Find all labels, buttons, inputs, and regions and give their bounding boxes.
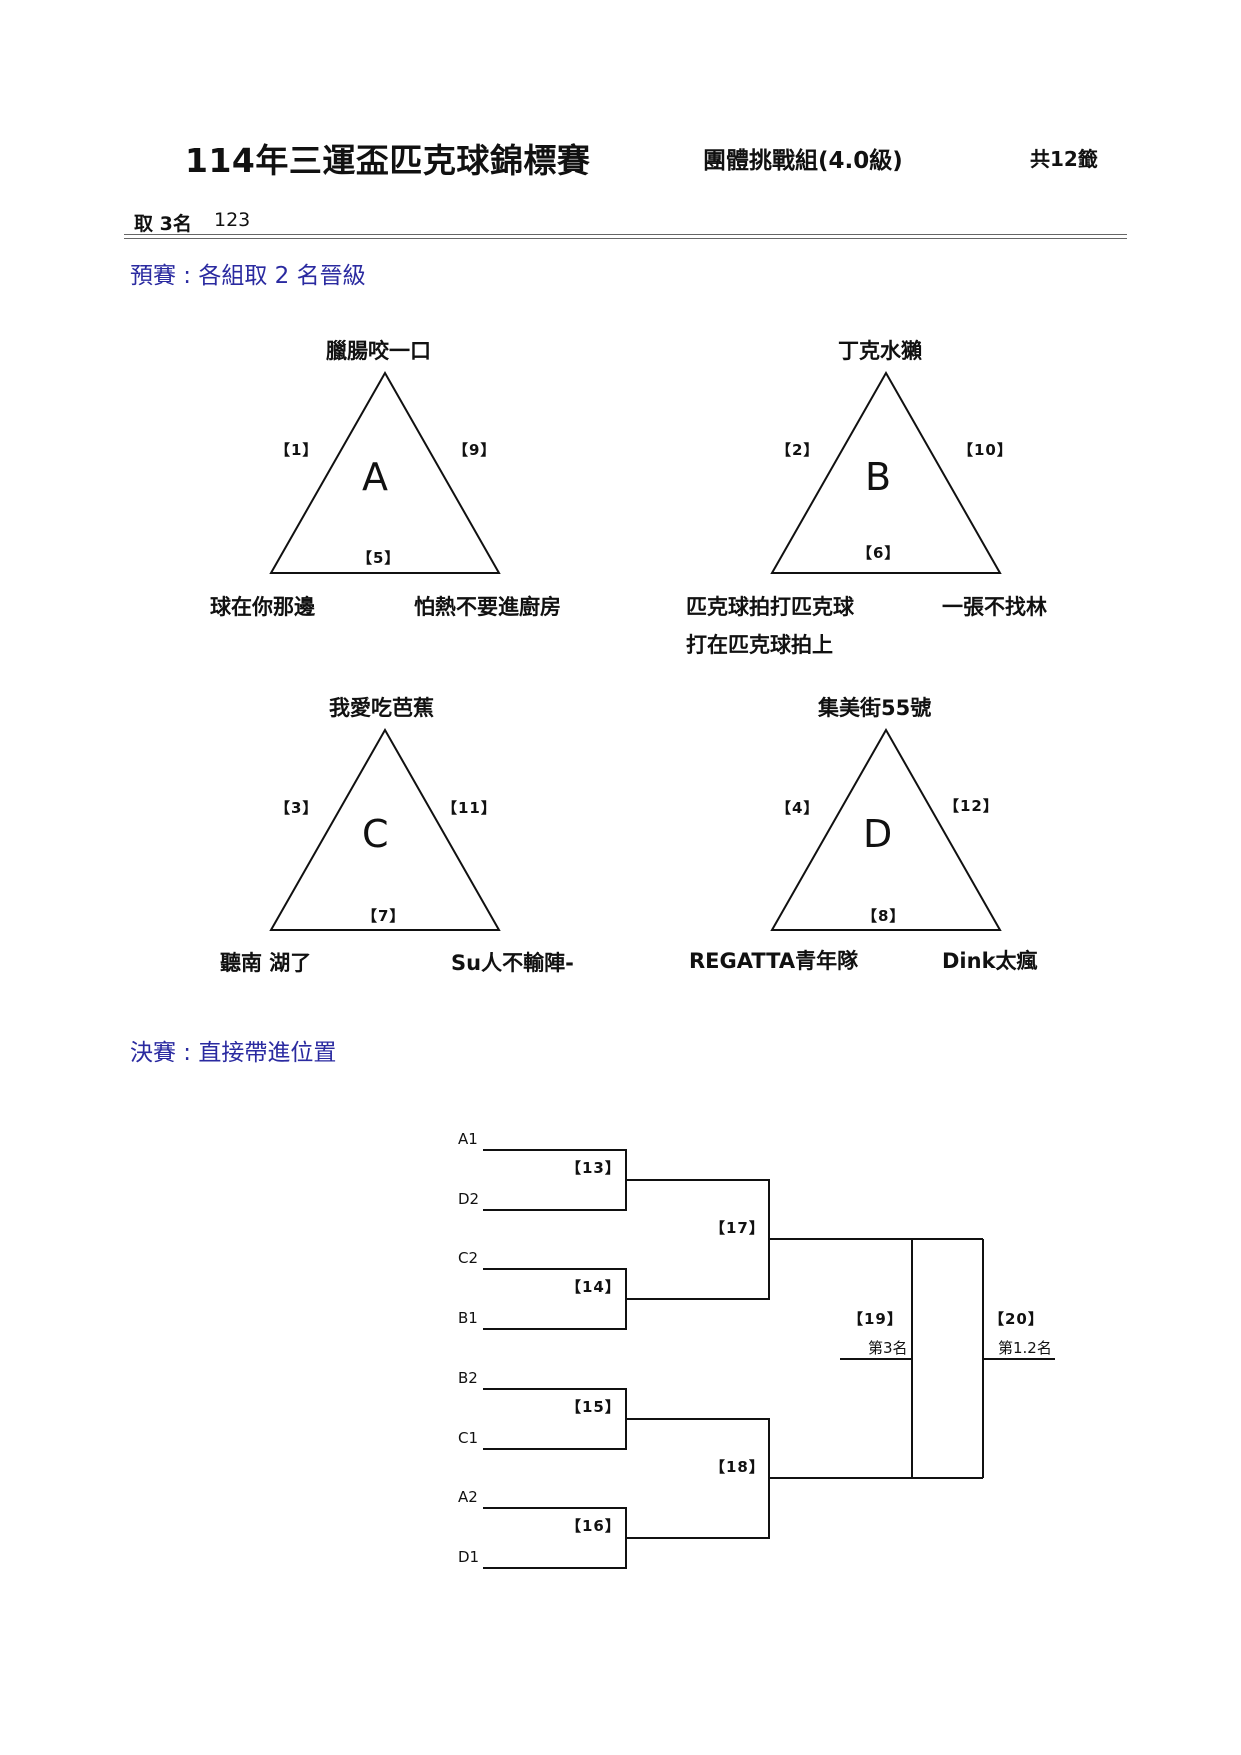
- group-b-left-team-line2: 打在匹克球拍上: [686, 633, 833, 657]
- bracket-match-19: 【19】: [848, 1310, 903, 1328]
- bracket-seed-6: C1: [458, 1429, 479, 1447]
- header-divider-bottom: [124, 238, 1127, 239]
- group-c-triangle: [269, 727, 501, 931]
- bracket-seed-5: B2: [458, 1369, 478, 1387]
- group-b-letter: B: [865, 455, 892, 499]
- group-b-left-team: 匹克球拍打匹克球: [686, 595, 854, 619]
- final-heading: 決賽 : 直接帶進位置: [130, 1040, 337, 1066]
- group-a-right-match: 【9】: [453, 441, 497, 459]
- bracket-match-13: 【13】: [566, 1159, 621, 1177]
- group-d-bottom-match: 【8】: [862, 907, 906, 925]
- header-divider-top: [124, 234, 1127, 235]
- bracket-match-16: 【16】: [566, 1517, 621, 1535]
- group-c-letter: C: [362, 812, 389, 856]
- group-d-right-team: Dink太瘋: [942, 949, 1038, 973]
- group-a-left-match: 【1】: [275, 441, 319, 459]
- group-b-left-match: 【2】: [776, 441, 820, 459]
- draw-count: 共12籤: [1030, 147, 1098, 171]
- bracket-lines: [483, 1149, 1055, 1569]
- group-c-bottom-match: 【7】: [362, 907, 406, 925]
- group-a-triangle: [269, 370, 501, 574]
- group-b-bottom-match: 【6】: [857, 544, 901, 562]
- group-d-left-team: REGATTA青年隊: [689, 949, 859, 973]
- third-place-label: 第3名: [868, 1339, 908, 1357]
- bracket-seed-7: A2: [458, 1488, 478, 1506]
- bracket-match-18: 【18】: [710, 1458, 765, 1476]
- group-d-left-match: 【4】: [776, 799, 820, 817]
- group-c-left-team: 聽南 湖了: [220, 951, 312, 975]
- group-b-right-match: 【10】: [958, 441, 1013, 459]
- group-c-right-match: 【11】: [442, 799, 497, 817]
- group-c-top-team: 我愛吃芭蕉: [329, 696, 434, 720]
- group-b-triangle: [770, 370, 1002, 574]
- bracket-match-14: 【14】: [566, 1278, 621, 1296]
- group-c-left-match: 【3】: [275, 799, 319, 817]
- group-c-right-team: Su人不輸陣-: [451, 951, 574, 975]
- bracket-seed-1: A1: [458, 1130, 478, 1148]
- bracket-seed-4: B1: [458, 1309, 478, 1327]
- bracket-match-15: 【15】: [566, 1398, 621, 1416]
- group-d-right-match: 【12】: [944, 797, 999, 815]
- bracket-match-17: 【17】: [710, 1219, 765, 1237]
- group-a-letter: A: [362, 455, 388, 499]
- bracket-seed-3: C2: [458, 1249, 479, 1267]
- bracket-match-20: 【20】: [989, 1310, 1044, 1328]
- bracket-seed-2: D2: [458, 1190, 480, 1208]
- division-label: 團體挑戰組(4.0級): [703, 148, 903, 174]
- final-place-label: 第1.2名: [998, 1339, 1052, 1357]
- group-a-bottom-match: 【5】: [357, 549, 401, 567]
- page-title: 114年三運盃匹克球錦標賽: [185, 141, 591, 180]
- places-value: 123: [214, 209, 251, 231]
- group-a-top-team: 臘腸咬一口: [326, 339, 431, 363]
- group-d-triangle: [770, 727, 1002, 931]
- places-label: 取 3名: [134, 213, 192, 235]
- group-a-right-team: 怕熱不要進廚房: [414, 595, 561, 619]
- group-b-right-team: 一張不找林: [942, 595, 1047, 619]
- group-b-top-team: 丁克水獺: [838, 339, 922, 363]
- group-d-letter: D: [863, 812, 893, 856]
- prelim-heading: 預賽 : 各組取 2 名晉級: [130, 263, 366, 289]
- bracket-seed-8: D1: [458, 1548, 480, 1566]
- group-d-top-team: 集美街55號: [818, 696, 932, 720]
- group-a-left-team: 球在你那邊: [210, 595, 315, 619]
